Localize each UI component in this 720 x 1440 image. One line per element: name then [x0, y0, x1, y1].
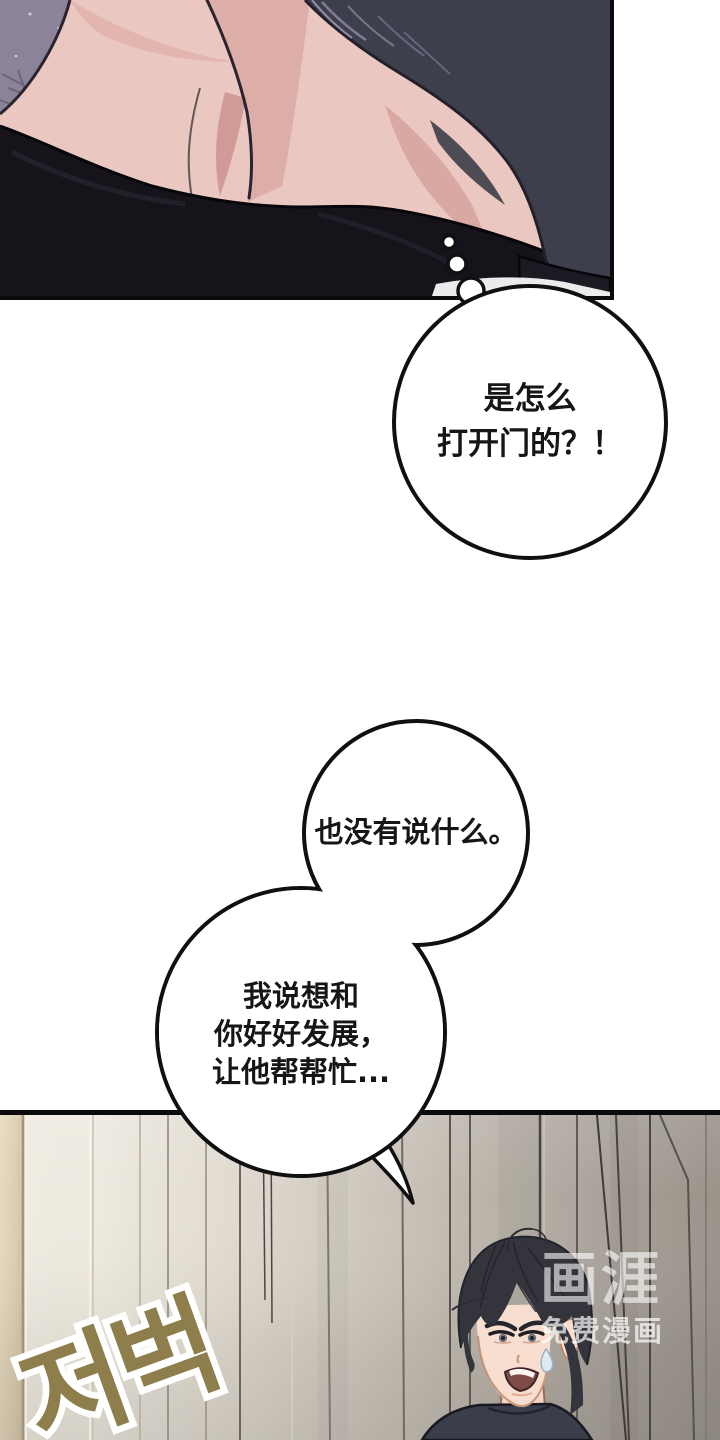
watermark: 画涯 免费漫画 — [540, 1250, 664, 1346]
speech-bubble-2-line: 让他帮帮忙... — [211, 1054, 391, 1089]
watermark-tagline: 免费漫画 — [540, 1314, 665, 1348]
thought-dot — [440, 233, 458, 251]
sweat-drop — [540, 1347, 554, 1373]
top-panel-illustration — [0, 0, 614, 300]
man-hair — [451, 1227, 593, 1415]
bottom-panel-art — [0, 1110, 720, 1440]
curtains — [0, 1114, 720, 1440]
man-face — [476, 1304, 551, 1408]
bottom-panel-illustration — [0, 1110, 720, 1440]
watermark-logo: 画涯 — [540, 1245, 663, 1313]
thought-bubble-line: 打开门的？！ — [437, 426, 623, 462]
thought-bubble-line: 是怎么 — [483, 381, 577, 418]
speech-bubble-2-line: 你好好发展， — [213, 1017, 388, 1052]
thought-dot — [446, 253, 468, 275]
man — [420, 1227, 594, 1440]
thought-bubble: 是怎么 打开门的？！ — [392, 284, 668, 560]
speech-bubble-2-text: 我说想和 你好好发展， 让他帮帮忙... — [155, 886, 447, 1178]
speech-bubble-2-line: 我说想和 — [242, 979, 359, 1014]
top-panel-art — [0, 0, 610, 296]
speech-bubble-1-line: 也没有说什么。 — [314, 815, 518, 850]
hair-back — [303, 0, 610, 294]
